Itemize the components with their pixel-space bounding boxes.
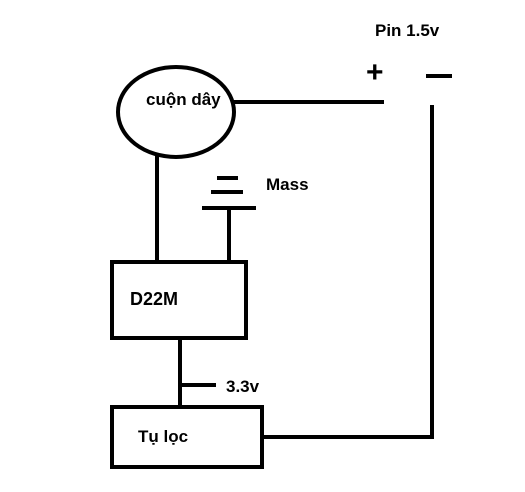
coil-symbol <box>116 65 236 159</box>
filter-capacitor-label: Tụ lọc <box>138 427 188 446</box>
coil-label: cuộn dây <box>146 90 221 109</box>
ground-label: Mass <box>266 175 309 194</box>
battery-label: Pin 1.5v <box>375 21 440 40</box>
battery-plus-sign: + <box>366 56 384 89</box>
output-voltage-label: 3.3v <box>226 377 260 396</box>
ic-d22m-label: D22M <box>130 289 178 309</box>
